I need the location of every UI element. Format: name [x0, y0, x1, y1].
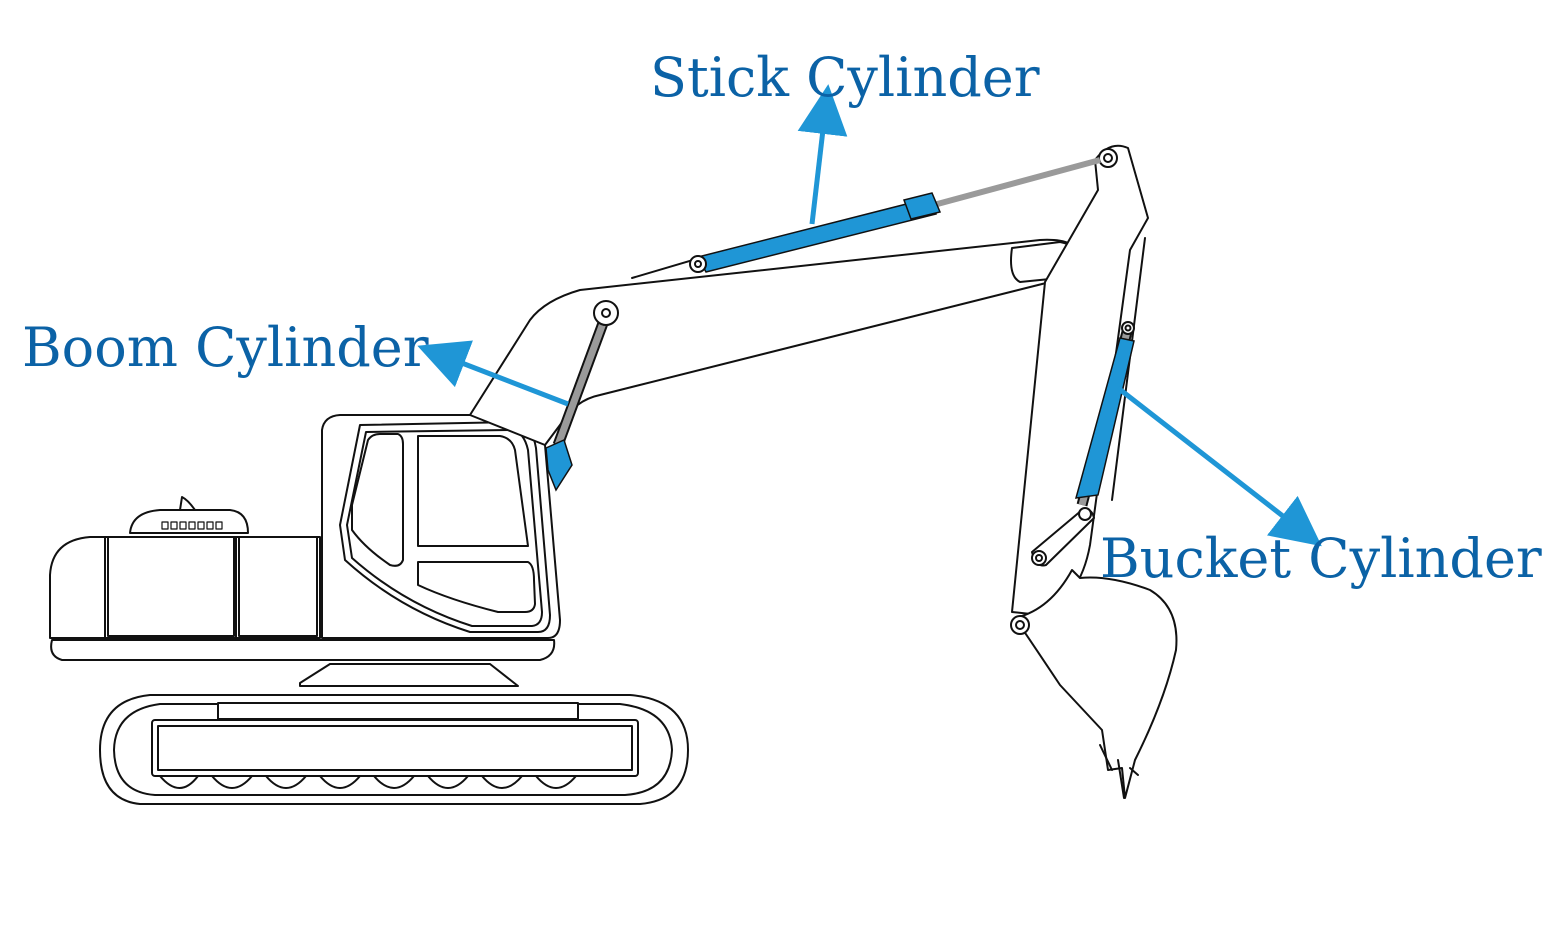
callout-arrows — [417, 84, 1322, 547]
stick-pivot-pin — [1098, 148, 1118, 168]
boom-cylinder-body — [545, 438, 573, 492]
engine-panel-1 — [107, 536, 235, 637]
track-shoes — [159, 775, 577, 789]
cab-front-window-upper — [417, 435, 529, 547]
stick-pivot-pin-inner — [1103, 153, 1113, 163]
stick-cylinder-base-pin — [689, 255, 707, 273]
track-frame-top — [299, 663, 519, 687]
track-inner-line — [113, 703, 673, 796]
bucket-cylinder — [1074, 321, 1135, 507]
bucket-body — [1014, 569, 1178, 799]
stick-cylinder-base-pin-inner — [694, 260, 702, 268]
boom-cylinder-rod — [554, 313, 610, 447]
boom-cylinder-top-pin-inner — [601, 308, 611, 318]
engine-panel-2 — [238, 536, 318, 637]
counterweight-base — [50, 639, 556, 661]
engine-cover — [49, 536, 321, 639]
hood-vents — [161, 521, 223, 530]
boom-cylinder — [545, 300, 619, 492]
linkage-pin-lower-inner — [1035, 554, 1043, 562]
bucket — [1010, 507, 1178, 799]
exhaust-pipe — [179, 496, 196, 511]
cab-front-window-lower — [417, 561, 536, 613]
cab-side-window — [351, 433, 404, 567]
track-top-plate — [217, 702, 579, 720]
stick-cylinder-rod-fill — [929, 157, 1101, 209]
boom-body — [469, 238, 1082, 446]
boom-cylinder-top-pin — [593, 300, 619, 326]
linkage-pin-upper — [1078, 507, 1092, 521]
track-roller-frame-inner — [157, 725, 633, 771]
bucket-cylinder-body — [1074, 337, 1135, 499]
stick-cylinder-arrow — [797, 84, 848, 225]
operator-cab — [321, 414, 561, 639]
stick-cylinder — [689, 157, 1101, 273]
linkage-pin-lower — [1031, 550, 1047, 566]
bucket-cylinder-label: Bucket Cylinder — [1100, 527, 1542, 590]
track-roller-frame — [151, 719, 639, 777]
undercarriage — [99, 663, 689, 805]
stick-cylinder-label: Stick Cylinder — [650, 46, 1040, 109]
boom-cylinder-label: Boom Cylinder — [22, 316, 429, 379]
stick-inner-edge — [1111, 237, 1146, 501]
bucket-cylinder-top-pin — [1121, 321, 1135, 335]
boom — [469, 238, 1082, 446]
bucket-teeth — [1099, 744, 1139, 799]
stick-cylinder-collar — [903, 192, 942, 220]
upper-body — [49, 496, 556, 661]
boom-cylinder-arrow — [417, 340, 569, 407]
bucket-cylinder-arrow — [1116, 386, 1322, 547]
bucket-pivot-pin-inner — [1015, 620, 1025, 630]
bucket-cylinder-top-pin-inner — [1124, 324, 1132, 332]
bucket-pivot-pin — [1010, 615, 1030, 635]
